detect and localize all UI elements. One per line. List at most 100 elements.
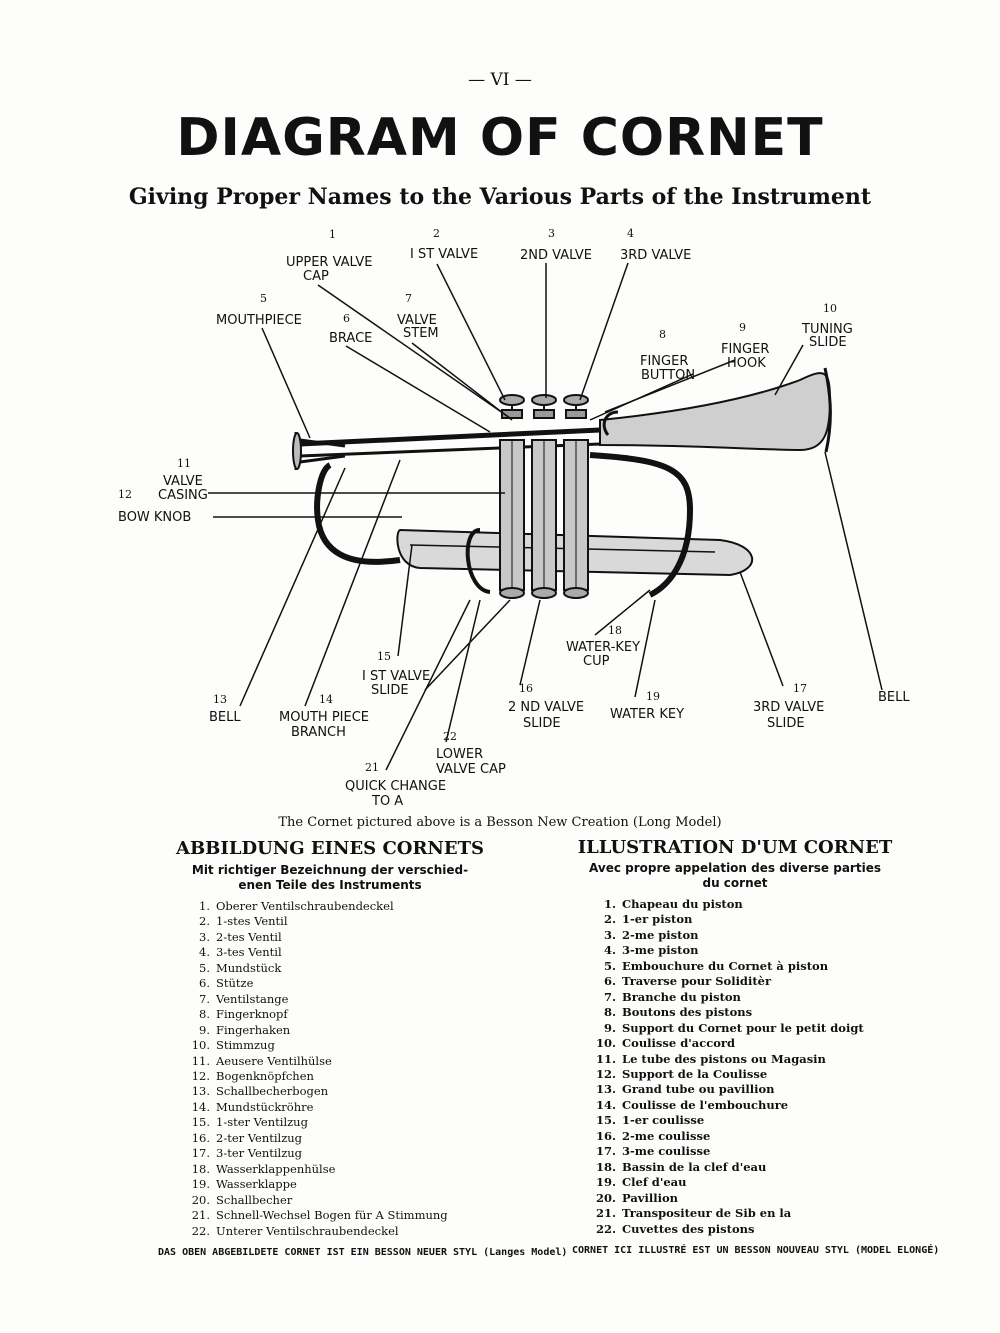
label-number: 11 bbox=[177, 457, 191, 470]
label-lower-valve-cap: LOWER bbox=[436, 747, 483, 762]
german-list-item: 18. Wasserklappenhülse bbox=[186, 1162, 486, 1177]
label-bell-20: BELL bbox=[878, 690, 910, 705]
list-item-text: 1-ster Ventilzug bbox=[216, 1115, 308, 1130]
label-2nd-valve-slide-2: SLIDE bbox=[523, 716, 561, 731]
label-number: 3 bbox=[548, 227, 555, 240]
list-item-number: 8. bbox=[603, 1005, 616, 1020]
label-tuning-slide: TUNING bbox=[801, 322, 853, 337]
label-number: 18 bbox=[608, 624, 622, 637]
list-item-number: 7. bbox=[199, 991, 210, 1006]
french-list-item: 2.1-er piston bbox=[592, 912, 902, 927]
label-valve-casing-2: CASING bbox=[158, 488, 208, 503]
german-list-item: 22.Unterer Ventilschraubendeckel bbox=[186, 1224, 486, 1239]
list-item-number: 1. bbox=[603, 897, 616, 911]
french-footer: CORNET ICI ILLUSTRÉ EST UN BESSON NOUVEA… bbox=[572, 1245, 940, 1256]
list-item-text: Traverse pour Soliditèr bbox=[622, 974, 772, 989]
list-item-text: Support de la Coulisse bbox=[622, 1066, 768, 1081]
french-list-item: 7.Branche du piston bbox=[592, 990, 902, 1005]
list-item-text: 3-me piston bbox=[622, 943, 699, 958]
label-2nd-valve-slide: 2 ND VALVE bbox=[508, 700, 584, 715]
german-list-item: 9.Fingerhaken bbox=[186, 1023, 486, 1038]
french-list-item: 17.3-me coulisse bbox=[592, 1144, 902, 1159]
label-number: 17 bbox=[793, 682, 807, 695]
list-item-number: 3. bbox=[199, 929, 210, 944]
label-number: 6 bbox=[343, 312, 350, 325]
label-water-key-cup-2: CUP bbox=[583, 654, 610, 669]
list-item-text: 1-er piston bbox=[622, 912, 693, 927]
list-item-number: 22. bbox=[595, 1221, 616, 1236]
label-number: 8 bbox=[659, 328, 666, 341]
label-upper-valve-cap: UPPER VALVE bbox=[286, 255, 372, 270]
label-mouthpiece: MOUTHPIECE bbox=[216, 313, 302, 328]
list-item-text: Clef d'eau bbox=[622, 1175, 687, 1190]
list-item-number: 4. bbox=[603, 943, 616, 958]
label-quick-change: QUICK CHANGE bbox=[345, 779, 446, 794]
page-subtitle: Giving Proper Names to the Various Parts… bbox=[128, 184, 872, 210]
list-item-number: 18. bbox=[191, 1161, 210, 1176]
german-list-item: 10.Stimmzug bbox=[186, 1038, 486, 1053]
list-item-number: 12. bbox=[191, 1068, 210, 1083]
german-list-item: 7.Ventilstange bbox=[186, 992, 486, 1007]
label-upper-valve-cap-2: CAP bbox=[303, 269, 329, 284]
label-number: 15 bbox=[377, 650, 391, 663]
list-item-number: 9. bbox=[603, 1020, 616, 1035]
label-valve-casing: VALVE bbox=[163, 474, 203, 489]
german-list-item: 14.Mundstückröhre bbox=[186, 1100, 486, 1115]
german-heading: ABBILDUNG EINES CORNETS bbox=[176, 838, 484, 859]
german-list-item: 19.Wasserklappe bbox=[186, 1177, 486, 1192]
list-item-text: Wasserklappenhülse bbox=[216, 1161, 336, 1176]
list-item-text: 1-stes Ventil bbox=[216, 914, 288, 929]
label-3rd-valve-slide: 3RD VALVE bbox=[753, 700, 824, 715]
label-numbers: 1 2 3 4 5 6 7 8 9 10 11 12 13 14 15 16 1… bbox=[118, 227, 837, 774]
list-item-text: Schallbecherbogen bbox=[216, 1084, 329, 1099]
french-list-item: 18.Bassin de la clef d'eau bbox=[592, 1160, 902, 1175]
german-list-item: 3. 2-tes Ventil bbox=[186, 930, 486, 945]
label-number: 7 bbox=[405, 292, 412, 305]
label-number: 2 bbox=[433, 227, 440, 240]
german-list-item: 21.Schnell-Wechsel Bogen für A Stimmung bbox=[186, 1208, 486, 1223]
list-item-number: 1. bbox=[199, 899, 210, 913]
label-number: 19 bbox=[646, 690, 660, 703]
list-item-text: Pavillion bbox=[622, 1190, 678, 1205]
leader-lines bbox=[208, 262, 883, 771]
german-list-item: 16.2-ter Ventilzug bbox=[186, 1131, 486, 1146]
label-number: 14 bbox=[319, 693, 333, 706]
list-item-text: Le tube des pistons ou Magasin bbox=[622, 1051, 826, 1066]
german-list-item: 8.Fingerknopf bbox=[186, 1007, 486, 1022]
french-list-item: 11.Le tube des pistons ou Magasin bbox=[592, 1052, 902, 1067]
french-list-item: 20.Pavillion bbox=[592, 1191, 902, 1206]
label-1st-valve: I ST VALVE bbox=[410, 247, 478, 262]
list-item-text: Mundstückröhre bbox=[216, 1099, 314, 1114]
label-finger-hook: FINGER bbox=[721, 342, 769, 357]
list-item-number: 5. bbox=[603, 958, 616, 973]
page-number: — VI — bbox=[468, 70, 532, 90]
list-item-text: 2-tes Ventil bbox=[216, 929, 282, 944]
cornet-illustration bbox=[292, 367, 832, 599]
list-item-number: 19. bbox=[595, 1175, 616, 1190]
label-mouth-piece-branch: MOUTH PIECE bbox=[279, 710, 369, 725]
list-item-text: 2-me piston bbox=[622, 927, 699, 942]
list-item-text: Schallbecher bbox=[216, 1192, 293, 1207]
french-list-item: 12.Support de la Coulisse bbox=[592, 1067, 902, 1082]
label-number: 16 bbox=[519, 682, 533, 695]
label-lower-valve-cap-2: VALVE CAP bbox=[436, 762, 506, 777]
german-list-item: 20. Schallbecher bbox=[186, 1193, 486, 1208]
list-item-number: 20. bbox=[191, 1192, 210, 1207]
list-item-number: 4. bbox=[199, 945, 210, 960]
list-item-text: Coulisse d'accord bbox=[622, 1036, 735, 1051]
german-list-item: 5.Mundstück bbox=[186, 961, 486, 976]
list-item-number: 19. bbox=[191, 1177, 210, 1192]
list-item-number: 17. bbox=[595, 1144, 616, 1159]
list-item-number: 15. bbox=[191, 1115, 210, 1130]
french-list-item: 13.Grand tube ou pavillion bbox=[592, 1082, 902, 1097]
french-list-item: 5.Embouchure du Cornet à piston bbox=[592, 959, 902, 974]
list-item-text: Stütze bbox=[216, 976, 254, 991]
label-water-key: WATER KEY bbox=[610, 707, 684, 722]
french-list-item: 21.Transpositeur de Sib en la bbox=[592, 1206, 902, 1221]
list-item-text: Mundstück bbox=[216, 960, 282, 975]
french-list-item: 15.1-er coulisse bbox=[592, 1113, 902, 1128]
list-item-text: Boutons des pistons bbox=[622, 1005, 753, 1020]
french-list-item: 4. 3-me piston bbox=[592, 943, 902, 958]
label-finger-button: FINGER bbox=[640, 354, 688, 369]
